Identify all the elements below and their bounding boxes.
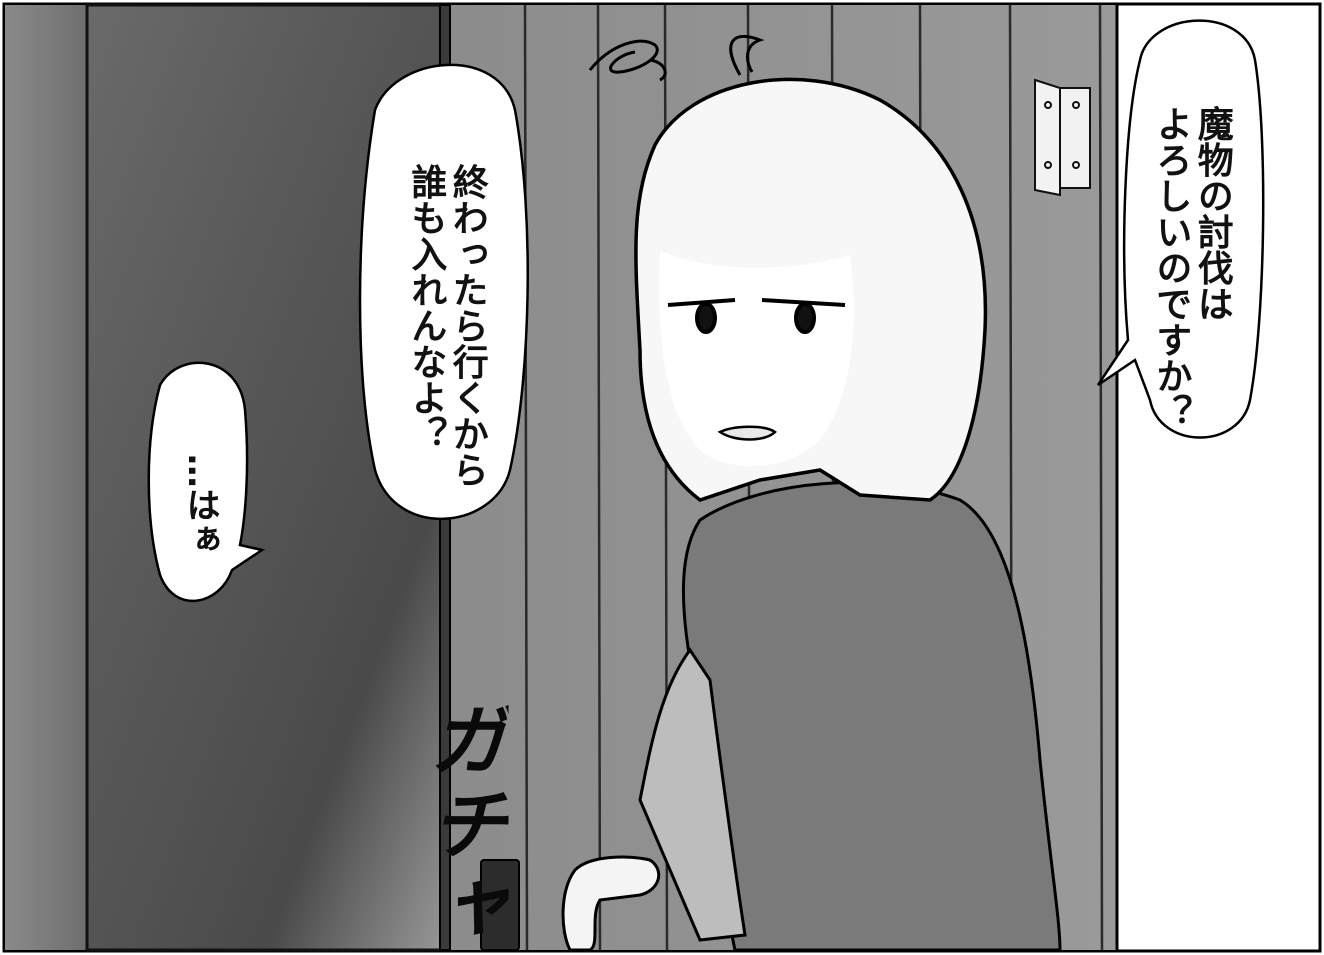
character-arm bbox=[638, 647, 747, 942]
speech-bubble-middle bbox=[358, 63, 529, 520]
character-eyes bbox=[667, 298, 846, 334]
speech-text-right-line2: よろしいのですか？ bbox=[1150, 105, 1192, 430]
speech-bubble-left bbox=[147, 361, 266, 603]
speech-text-left-line1: …はぁ bbox=[180, 453, 221, 556]
character-mouth bbox=[717, 425, 777, 441]
speech-text-middle-line2: 誰も入れんなよ？ bbox=[405, 163, 447, 452]
speech-text-right-line1: 魔物の討伐は bbox=[1191, 105, 1233, 322]
ahoge bbox=[729, 34, 765, 76]
left-wall bbox=[5, 5, 87, 950]
speech-text-right: 魔物の討伐は よろしいのですか？ bbox=[1150, 80, 1274, 450]
speech-text-left: …はぁ bbox=[180, 430, 258, 570]
swirl-mark-icon bbox=[588, 39, 667, 82]
speech-text-middle-line1: 終わったら行くから bbox=[446, 163, 488, 488]
speech-text-middle: 終わったら行くから 誰も入れんなよ？ bbox=[405, 138, 529, 538]
hinge-icon bbox=[1034, 78, 1091, 197]
speech-bubble-right bbox=[1096, 19, 1265, 439]
character-hand bbox=[561, 855, 661, 952]
sound-effect-door-click: ガチャ bbox=[416, 700, 506, 952]
door-handle-plate bbox=[480, 859, 520, 951]
